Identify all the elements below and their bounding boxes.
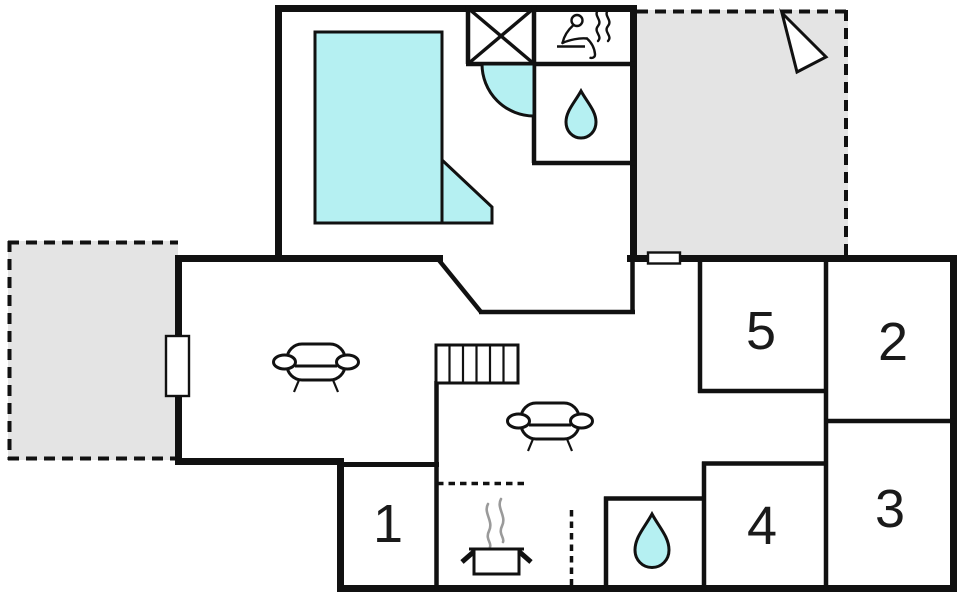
terrace-left [7,240,178,461]
kitchen [437,481,574,588]
sofa-icon [506,401,594,453]
room-label-5: 5 [745,301,777,361]
north-arrow-icon [779,8,829,75]
pot-body [472,547,521,576]
sauna-steam-icon [605,8,611,43]
terrace-top-right [637,8,848,258]
door-marker-left [164,334,191,398]
pool-basin [313,30,444,225]
alcove-walls [436,257,635,315]
room-walls [338,260,955,590]
wall-diagonal [436,257,483,314]
room-label-2: 2 [877,312,909,372]
sauna-steam-icon [595,8,601,43]
door-marker-top [646,251,682,265]
pot-handle [517,549,533,564]
outer-walls [175,255,957,592]
sauna-person-head [570,13,584,28]
sauna-person-leg [585,37,597,60]
pool-room [275,5,637,262]
room-label-4: 4 [746,496,778,556]
sauna-icon [557,8,611,60]
corner-shower-icon [480,62,536,118]
sauna-person-body [561,24,575,45]
stove-pot-icon [460,497,533,576]
pot-steam-icon [485,502,492,549]
pool [313,30,494,225]
bathroom-top [532,87,635,166]
cross-icon [467,7,535,65]
stairs [434,343,520,385]
water-drop-icon [564,87,598,140]
water-drop-icon [633,510,671,570]
terrace-left-area [8,241,178,460]
room-label-1: 1 [372,494,404,554]
pot-steam-icon [498,497,505,544]
sofa-icon [272,342,360,394]
room-label-3: 3 [874,479,906,539]
pot-handle [460,549,476,564]
sauna [531,6,611,163]
pool-steps [440,156,494,225]
sauna-person-body [561,37,589,45]
